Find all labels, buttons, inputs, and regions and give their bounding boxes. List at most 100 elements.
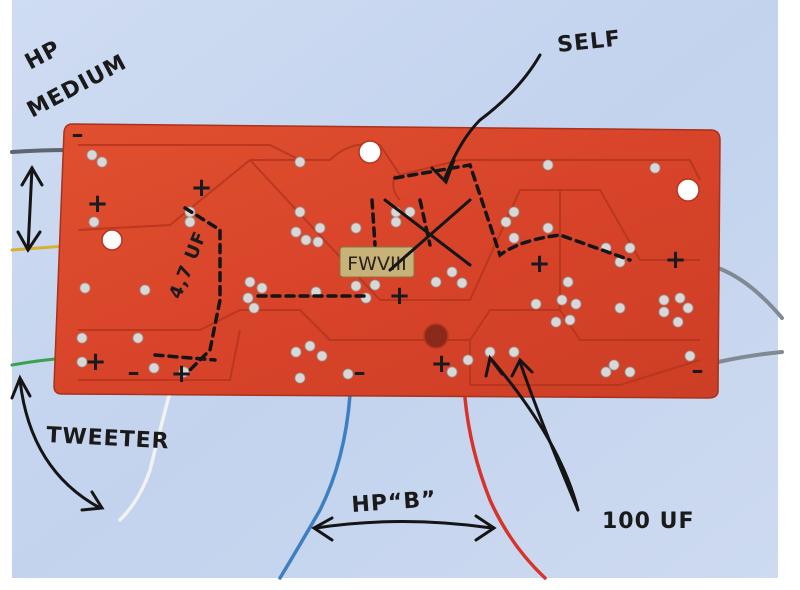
solder-point [256,282,268,294]
solder-point [86,149,98,161]
solder-point [672,316,684,328]
arrow-100uf-b [518,360,580,512]
solder-point [314,222,326,234]
solder-point [290,226,302,238]
cross-mark [383,198,472,272]
arrow-hp-b [314,520,494,530]
circuit-board: FWVIII [53,123,721,399]
plus-sign: + [171,359,194,389]
mount-hole [676,178,700,202]
wire-gray-right-top [716,266,784,320]
solder-point [658,306,670,318]
solder-point [614,302,626,314]
polarity-marks: ++++++++–––– [72,120,705,389]
solder-point [184,216,196,228]
solder-point [79,282,91,294]
mount-hole [423,323,449,349]
wire-gray-left-top [10,148,72,154]
solder-point [674,292,686,304]
label-100uf: 100 UF [602,509,694,534]
solder-point [242,292,254,304]
arrow-100uf-head-b [510,357,534,378]
solder-point [608,359,620,371]
wire-gray-right-bottom [716,350,784,364]
plus-sign: + [665,245,688,275]
solder-point [684,350,696,362]
solder-point [248,302,260,314]
plus-sign: + [389,281,412,311]
dashed-annotations [153,163,632,372]
solder-point [430,276,442,288]
solder-point [88,216,100,228]
solder-point [244,276,256,288]
arrow-tweeter [18,378,102,510]
dashed-line-left [153,353,217,362]
dashed-line-47uf [183,206,222,372]
arrow-hp-medium-head-top [20,165,44,187]
solder-point [404,206,416,218]
plus-sign: + [87,189,110,219]
minus-sign: – [72,120,85,148]
solder-point [178,366,190,378]
annotation-arrows [10,53,580,542]
arrow-hp-b-head-right [474,514,497,542]
solder-point [294,206,306,218]
solder-point [96,156,108,168]
solder-point [312,236,324,248]
solder-point [300,234,312,246]
solder-point [390,216,402,228]
solder-point [294,372,306,384]
arrow-self-head [430,158,456,185]
arrow-hp-medium-head-bottom [16,230,42,253]
solder-point [570,298,582,310]
mount-hole [101,229,123,251]
minus-sign: – [354,358,367,386]
dashed-line-coil-right [418,198,432,247]
plus-sign: + [431,349,454,379]
solder-point [658,294,670,306]
solder-point [564,314,576,326]
plus-sign: + [85,347,108,377]
arrow-hp-medium [26,166,34,252]
solder-point [369,279,381,291]
arrow-100uf-head-a [484,354,504,378]
solder-point [530,298,542,310]
arrow-hp-b-head-left [311,516,334,542]
solder-point [350,280,362,292]
solder-point [556,294,568,306]
wire-red [463,396,547,580]
solder-point [624,366,636,378]
solder-point [462,354,474,366]
solder-point [304,340,316,352]
solder-point [139,284,151,296]
solder-point [649,162,661,174]
solder-point [624,242,636,254]
solder-point [562,276,574,288]
label-hp-b: HP“B” [351,487,438,518]
solder-point [550,316,562,328]
minus-sign: – [692,356,705,384]
solder-point [342,368,354,380]
solder-point [290,346,302,358]
solder-point [76,356,88,368]
solder-point [682,302,694,314]
solder-point [484,346,496,358]
arrow-self [443,53,542,180]
solder-point [446,266,458,278]
solder-point [542,159,554,171]
solder-point [446,366,458,378]
wire-blue [278,393,352,580]
solder-point [508,206,520,218]
solder-point [508,346,520,358]
solder-point [456,277,468,289]
solder-point [132,332,144,344]
arrow-tweeter-head-top [10,374,32,400]
arrow-tweeter-head-bottom [80,490,105,512]
plus-sign: + [191,173,214,203]
solder-point [76,332,88,344]
minus-sign: – [128,358,141,386]
wires [10,148,784,580]
dashed-line-self [393,163,632,262]
solder-point [148,362,160,374]
